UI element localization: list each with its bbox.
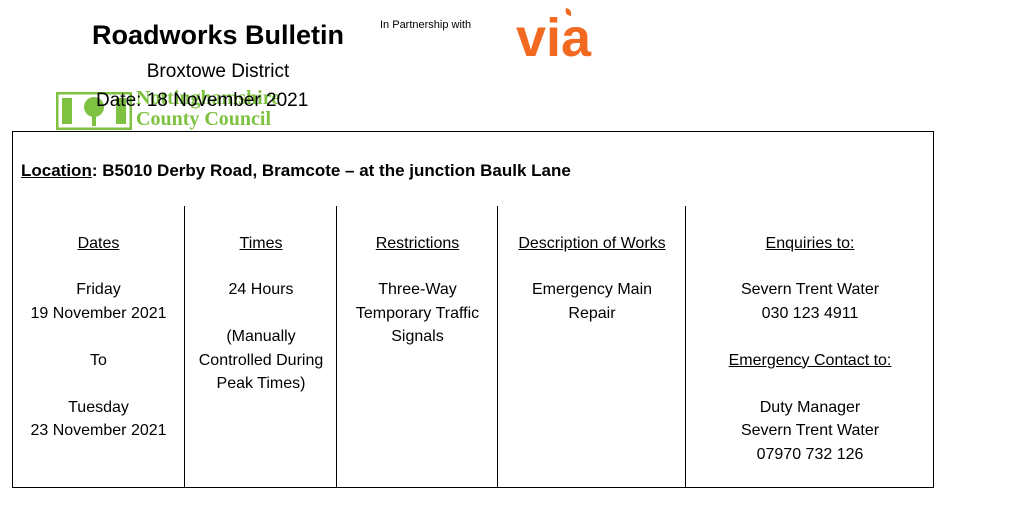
times-column: Times 24 Hours (Manually Controlled Duri… xyxy=(184,206,337,487)
bulletin-table: Location: B5010 Derby Road, Bramcote – a… xyxy=(12,131,934,488)
via-leaf-icon xyxy=(565,8,572,16)
restrictions-line-3: Signals xyxy=(391,328,444,345)
contact-phone: 07970 732 126 xyxy=(756,445,864,463)
bulletin-date: Date: 18 November 2021 xyxy=(96,90,309,111)
location-row: Location: B5010 Derby Road, Bramcote – a… xyxy=(13,132,933,206)
start-day: Friday xyxy=(76,281,121,298)
description-body: Emergency Main Repair xyxy=(498,278,686,325)
start-date: 19 November 2021 xyxy=(30,304,167,322)
restrictions-column: Restrictions Three-Way Temporary Traffic… xyxy=(336,206,498,487)
via-logo-text: via xyxy=(516,8,592,62)
description-heading: Description of Works xyxy=(518,235,666,252)
location-text: Location: B5010 Derby Road, Bramcote – a… xyxy=(21,161,571,181)
restrictions-line-2: Temporary Traffic xyxy=(355,304,480,322)
location-label: Location xyxy=(21,161,92,180)
emergency-heading: Emergency Contact to: xyxy=(728,351,892,369)
council-logo-line-2: County Council xyxy=(136,108,272,130)
times-hours: 24 Hours xyxy=(228,281,294,298)
enquiries-company: Severn Trent Water xyxy=(740,281,880,298)
location-value: : B5010 Derby Road, Bramcote – at the ju… xyxy=(91,161,571,180)
enquiries-body: Severn Trent Water 030 123 4911 Emergenc… xyxy=(686,278,934,466)
dates-body: Friday 19 November 2021 To Tuesday 23 No… xyxy=(13,278,184,443)
dates-column: Dates Friday 19 November 2021 To Tuesday… xyxy=(13,206,184,487)
times-body: 24 Hours (Manually Controlled During Pea… xyxy=(185,278,337,396)
council-logo: Nottinghamshire County Council xyxy=(56,87,316,135)
times-note-1: (Manually xyxy=(226,328,296,345)
enquiries-heading: Enquiries to: xyxy=(765,235,855,252)
contact-role: Duty Manager xyxy=(759,398,861,416)
via-logo-graphic: via xyxy=(516,8,592,68)
restrictions-line-1: Three-Way xyxy=(378,281,457,298)
end-date: 23 November 2021 xyxy=(30,422,167,439)
district-name: Broxtowe District xyxy=(146,61,290,82)
end-day: Tuesday xyxy=(68,398,129,416)
times-heading: Times xyxy=(239,235,283,252)
description-column: Description of Works Emergency Main Repa… xyxy=(497,206,686,487)
council-tree-icon xyxy=(56,92,132,130)
enquiries-phone: 030 123 4911 xyxy=(761,304,859,322)
bulletin-title: Roadworks Bulletin xyxy=(91,20,345,50)
description-line-2: Repair xyxy=(568,304,616,322)
via-logo: via xyxy=(514,6,620,68)
times-note-3: Peak Times) xyxy=(216,375,306,392)
enquiries-column: Enquiries to: Severn Trent Water 030 123… xyxy=(685,206,934,487)
description-line-1: Emergency Main xyxy=(531,281,653,298)
restrictions-heading: Restrictions xyxy=(375,235,460,252)
partnership-label: In Partnership with xyxy=(380,19,472,31)
council-logo-line-1: Nottinghamshire xyxy=(136,87,281,109)
dates-separator: To xyxy=(90,351,107,369)
contact-company: Severn Trent Water xyxy=(740,422,880,439)
restrictions-body: Three-Way Temporary Traffic Signals xyxy=(337,278,498,349)
dates-heading: Dates xyxy=(77,235,120,252)
times-note-2: Controlled During xyxy=(198,351,324,369)
